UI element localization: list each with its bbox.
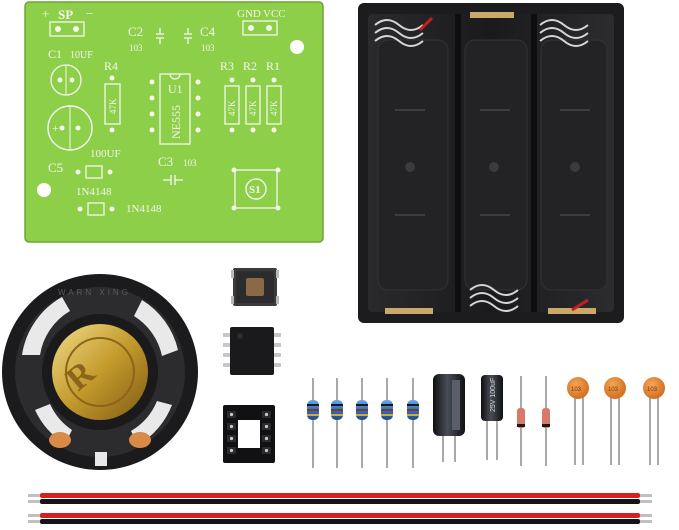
speaker: R WARN XING: [2, 274, 198, 470]
red-wire: [40, 513, 640, 518]
pcb-label-c2: C2: [128, 24, 143, 39]
ceramic-cap-marking: 103: [571, 387, 582, 393]
pcb-label-s1: S1: [249, 184, 261, 196]
black-wire: [40, 499, 640, 504]
pcb-label-c2-value: 103: [129, 43, 143, 53]
electrolytic-capacitor-small: 25V 100uF: [481, 375, 503, 460]
pcb-label-plus: +: [42, 6, 49, 21]
pcb-label-r3: R3: [220, 59, 234, 73]
speaker-brand-text: WARN XING: [58, 288, 131, 297]
tactile-switch: [231, 268, 279, 306]
ceramic-cap-marking: 103: [647, 387, 658, 393]
pcb-label-c1-value: 10UF: [70, 50, 93, 61]
pcb-label-c1: C1: [48, 47, 62, 61]
switch-actuator: [246, 278, 264, 296]
pcb-label-u1: U1: [168, 82, 183, 96]
ceramic-capacitor: 103: [567, 377, 589, 465]
pcb-label-c5: C5: [48, 160, 63, 175]
jumper-wires: [28, 493, 652, 524]
spring-contact: [374, 19, 589, 47]
pcb-label-r3-value: 47K: [227, 100, 237, 116]
speaker-header-outline: [49, 21, 85, 37]
black-wire: [40, 519, 640, 524]
diode: [517, 376, 525, 466]
resistor: [331, 378, 343, 468]
red-wire: [40, 493, 640, 498]
pcb-label-r4-value: 47K: [108, 98, 118, 114]
pcb-label-r1: R1: [266, 59, 280, 73]
pcb-label-minus: −: [86, 6, 93, 21]
pcb-label-c4-value: 103: [201, 43, 215, 53]
electrolytic-capacitor-large: [433, 374, 465, 462]
pcb-label-c3: C3: [158, 154, 173, 169]
switch-footprint: [234, 169, 278, 209]
ic-footprint: [159, 73, 191, 145]
ceramic-capacitor: 103: [643, 377, 665, 465]
resistor: [407, 378, 419, 468]
ceramic-cap-marking: 103: [608, 387, 619, 393]
pcb-board: + SP − GND VCC C2 103 C4 103 C1 10UF R4 …: [24, 1, 324, 243]
large-cap-marking: 25V 100uF: [490, 378, 497, 412]
pcb-label-gnd: GND: [237, 8, 261, 20]
ic-socket: [223, 405, 275, 463]
diode: [542, 376, 550, 466]
mounting-hole: [290, 40, 304, 54]
battery-holder: [358, 3, 624, 323]
resistor: [381, 378, 393, 468]
mounting-hole: [37, 183, 51, 197]
power-header-outline: [242, 20, 278, 36]
ceramic-capacitor: 103: [604, 377, 626, 465]
pcb-label-c3-value: 103: [183, 158, 197, 168]
pcb-label-c5-value: 100UF: [90, 148, 121, 160]
pcb-label-c4: C4: [200, 24, 216, 39]
pcb-label-vcc: VCC: [263, 8, 286, 20]
pcb-label-d1: 1N4148: [76, 186, 112, 198]
pcb-label-r1-value: 47K: [269, 100, 279, 116]
pcb-label-r2-value: 47K: [248, 100, 258, 116]
pcb-label-sp: SP: [58, 7, 73, 22]
pcb-label-r2: R2: [243, 59, 257, 73]
svg-text:+: +: [52, 121, 59, 135]
resistor: [356, 378, 368, 468]
pcb-label-ic: NE555: [169, 105, 183, 139]
spring-contact: [469, 284, 519, 312]
pcb-label-d2: 1N4148: [126, 203, 162, 215]
resistor-group: [307, 378, 419, 468]
ne555-chip: [223, 327, 281, 375]
pcb-label-r4: R4: [104, 59, 118, 73]
resistor: [307, 378, 319, 468]
